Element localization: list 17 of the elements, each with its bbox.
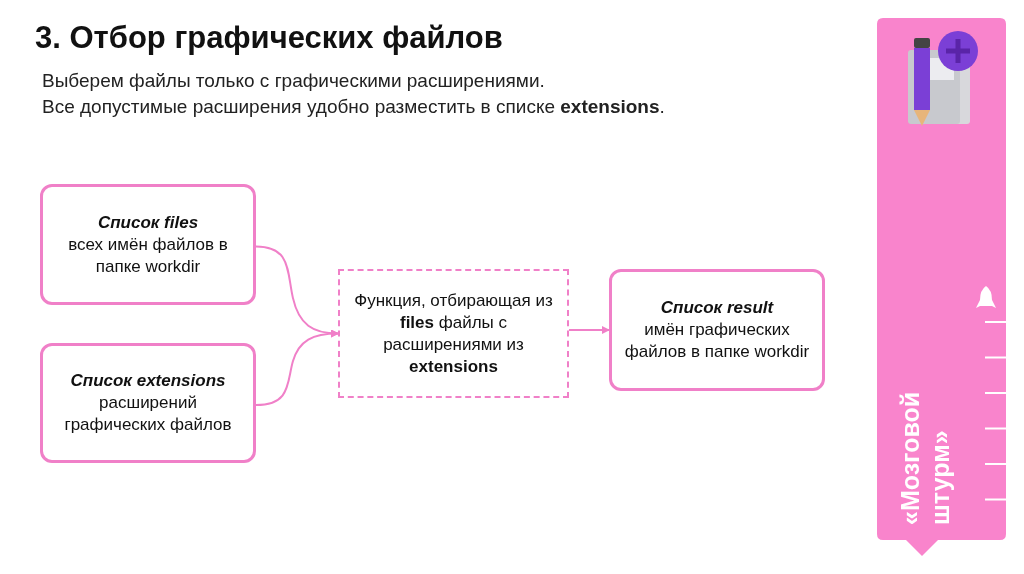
box-heading: Список result	[660, 297, 774, 319]
box-text: расширений графических файлов	[63, 392, 233, 436]
slide-title: 3. Отбор графических файлов	[35, 20, 503, 56]
list-box	[609, 269, 825, 391]
box-text: всех имён файлов в папке workdir	[67, 233, 229, 278]
intro-text: Все допустимые расширения удобно разместить в списке extensions.	[42, 96, 665, 118]
vertical-heading: «Мозговой штурм»	[895, 390, 955, 525]
box-heading: Список files	[97, 211, 199, 234]
box-heading: Список extensions	[70, 370, 226, 392]
list-box	[40, 184, 256, 305]
box-text: имён графических файлов в папке workdir	[623, 319, 811, 363]
connector-arrow	[255, 329, 339, 406]
intro-text: Выберем файлы только с графическими расширениями.	[42, 70, 545, 92]
function-box	[338, 269, 569, 398]
box-text: Функция, отбирающая из files файлы с расширениями из extensions	[353, 289, 554, 378]
connector-arrow	[568, 326, 610, 334]
list-box	[40, 343, 256, 463]
